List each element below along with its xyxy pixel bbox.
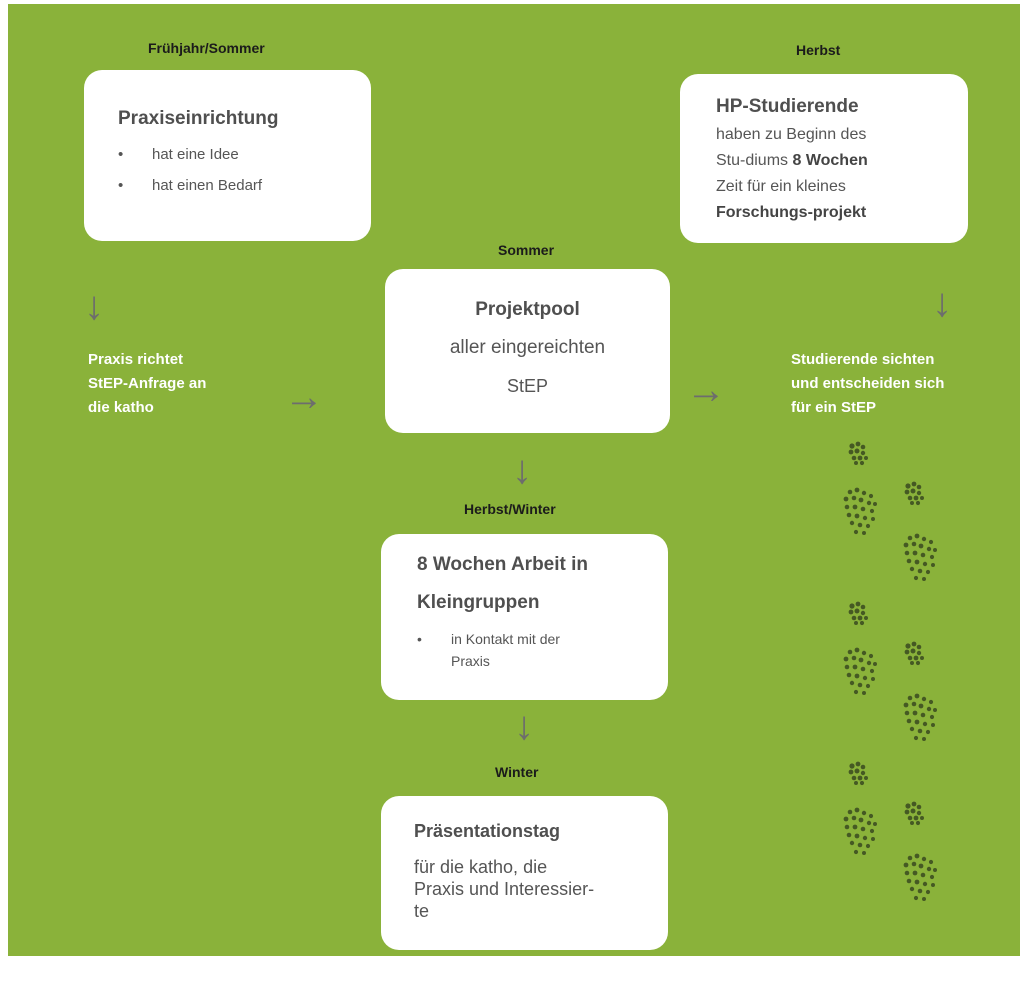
projectpool-box: Projektpool aller eingereichten StEP — [385, 269, 670, 433]
arrow-down-pool: ↓ — [512, 448, 532, 492]
arrow-down-students: ↓ — [932, 281, 952, 325]
praxis-request-line-1: Praxis richtet — [88, 351, 184, 368]
students-decide-line-2: und entscheiden sich — [791, 375, 945, 392]
presentation-line-3: te — [414, 901, 430, 921]
presentation-box: Präsentationstag für die katho, die Prax… — [381, 796, 668, 950]
arrow-down-work: ↓ — [514, 704, 534, 748]
praxis-request-text: Praxis richtet StEP-Anfrage an die katho — [88, 348, 206, 420]
presentation-line-2: Praxis und Interessier- — [414, 879, 595, 899]
arrow-right-left: → — [284, 375, 324, 419]
praxis-box: Praxiseinrichtung hat eine Idee hat eine… — [84, 70, 371, 241]
students-line-2-prefix: Stu-diums — [716, 152, 793, 169]
students-line-2: Stu-diums 8 Wochen — [716, 148, 968, 174]
projectpool-line-2: StEP — [506, 376, 549, 396]
praxis-item-idea: hat eine Idee — [118, 146, 371, 163]
praxis-item-need: hat einen Bedarf — [118, 177, 371, 194]
students-decide-line-3: für ein StEP — [791, 399, 877, 416]
students-line-3: Zeit für ein kleines — [716, 178, 846, 195]
season-label-autumn-winter: Herbst/Winter — [464, 501, 556, 517]
presentation-text: für die katho, die Praxis und Interessie… — [414, 856, 668, 922]
work-item-contact: in Kontakt mit der Praxis — [417, 628, 668, 672]
footprints-graphic — [822, 436, 958, 936]
students-line-2-bold: 8 Wochen — [792, 152, 868, 169]
work-title-line-2: Kleingruppen — [417, 592, 540, 613]
praxis-box-title: Praxiseinrichtung — [118, 108, 279, 129]
work-item-line-1: in Kontakt mit der — [451, 631, 560, 647]
work-item-line-2: Praxis — [451, 653, 490, 669]
work-title-line-1: 8 Wochen Arbeit in — [417, 554, 589, 575]
praxis-request-line-2: StEP-Anfrage an — [88, 375, 207, 392]
season-label-summer: Sommer — [498, 242, 555, 258]
praxis-request-line-3: die katho — [88, 399, 154, 416]
season-label-autumn: Herbst — [796, 42, 841, 58]
arrow-down-praxis: ↓ — [84, 284, 104, 328]
students-decide-line-1: Studierende sichten — [791, 351, 935, 368]
students-box-title: HP-Studierende — [716, 96, 859, 117]
arrow-right-right: → — [686, 368, 726, 412]
projectpool-line-1: aller eingereichten — [449, 337, 606, 358]
season-label-spring-summer: Frühjahr/Sommer — [148, 40, 265, 56]
footprints-icon — [822, 436, 958, 936]
students-line-4: Forschungs-projekt — [716, 204, 867, 221]
work-box: 8 Wochen Arbeit in Kleingruppen in Konta… — [381, 534, 668, 700]
students-box: HP-Studierende haben zu Beginn des Stu-d… — [680, 74, 968, 243]
projectpool-title: Projektpool — [475, 299, 580, 320]
presentation-line-1: für die katho, die — [414, 857, 548, 877]
students-decide-text: Studierende sichten und entscheiden sich… — [791, 348, 944, 420]
diagram-canvas: Frühjahr/Sommer Herbst Sommer Herbst/Win… — [8, 4, 1020, 956]
presentation-title: Präsentationstag — [414, 821, 561, 841]
students-line-1: haben zu Beginn des — [716, 126, 867, 143]
season-label-winter: Winter — [495, 764, 539, 780]
